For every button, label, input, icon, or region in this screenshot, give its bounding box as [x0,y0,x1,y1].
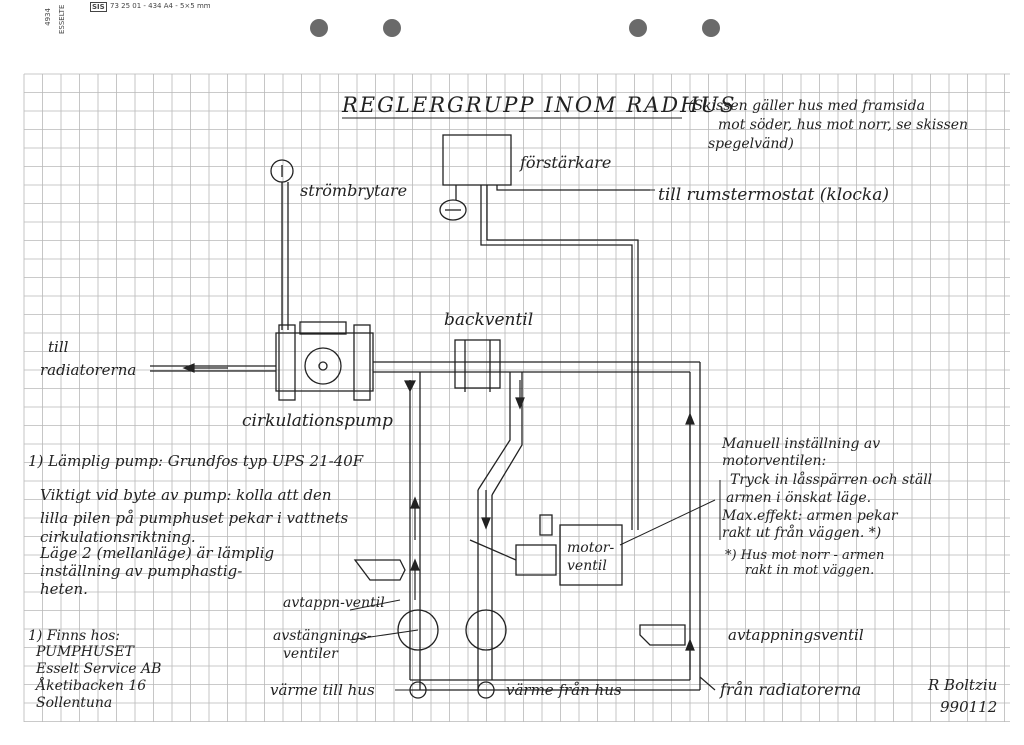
note-top-line-2: mot söder, hus mot norr, se skissen [718,117,968,133]
signature-name: R Boltziu [927,676,997,694]
pump-note-line-5: Läge 2 (mellanläge) är lämplig [39,544,274,562]
label-avtappn-ventil: avtappn-ventil [283,595,385,611]
motor-note: Manuell inställning av motorventilen: Tr… [721,436,932,541]
pump-note-line-6: inställning av pumphastig- [40,562,242,580]
signature-date: 990112 [940,698,997,716]
punch-holes [310,19,720,37]
supplier-line-3: Esselt Service AB [35,661,161,677]
label-forstarkare: förstärkare [519,153,611,172]
supplier-line-2: PUMPHUSET [35,644,136,660]
diagram-title: REGLERGRUPP INOM RADHUS [341,93,737,117]
paper-spec: 73 25 01 - 434 A4 - 5×5 mm [110,2,211,10]
motor-note-line-2: motorventilen: [722,453,826,469]
amplifier-box [442,134,512,186]
motor-note-line-3: Tryck in låsspärren och ställ [730,471,932,488]
house-note-line-1: *) Hus mot norr - armen [725,548,884,563]
label-till-radiatorerna-1: till [48,338,69,356]
label-cirkulationspump: cirkulationspump [242,411,393,431]
pump-impeller [304,347,342,385]
label-motorventil-2: ventil [567,558,607,574]
supplier-line-1: 1) Finns hos: [28,628,120,644]
flow-arrows [182,363,716,691]
backventil-body [454,339,501,389]
supplier-line-5: Sollentuna [36,695,112,711]
supplier-line-4: Åketibacken 16 [34,676,146,694]
pump-note-line-1: 1) Lämplig pump: Grundfos typ UPS 21-40F [28,452,364,470]
motor-note-line-1: Manuell inställning av [721,436,880,452]
leader-lines [349,189,721,691]
label-varme-fran-hus: värme från hus [506,681,622,699]
label-varme-till-hus: värme till hus [270,681,375,699]
pump-note-line-3: lilla pilen på pumphuset pekar i vattnet… [40,509,349,527]
drain-valve-left [353,559,406,581]
drain-valve-right [639,624,686,646]
switch-symbol [439,199,467,221]
pump-note: 1) Lämplig pump: Grundfos typ UPS 21-40F… [28,452,364,598]
motor-note-line-5: Max.effekt: armen pekar [721,508,899,524]
note-top-line-3: spegelvänd) [708,136,794,152]
house-note-line-2: rakt in mot väggen. [745,563,874,578]
shutoff-valve-right [465,609,507,651]
label-avstangningsventiler-2: ventiler [283,646,339,662]
sis-mark: SIS [90,2,107,12]
shutoff-valve-left [397,609,439,651]
label-fran-radiatorerna: från radiatorerna [719,680,861,699]
label-avtappningsventil: avtappningsventil [728,626,864,644]
label-till-rumstermostat: till rumstermostat (klocka) [658,185,889,205]
piping [150,134,701,699]
label-motorventil-1: motor- [567,540,614,556]
pump-note-line-2: Viktigt vid byte av pump: kolla att den [40,486,332,504]
pump-note-line-7: heten. [40,580,88,598]
note-top-line-1: (Skissen gäller hus med framsida [688,98,925,114]
motor-note-line-6: rakt ut från väggen. *) [722,524,881,541]
pump-note-line-4: cirkulationsriktning. [40,528,196,546]
house-note: *) Hus mot norr - armen rakt in mot vägg… [725,548,884,578]
supplier-note: 1) Finns hos: PUMPHUSET Esselt Service A… [28,628,161,711]
label-avstangningsventiler-1: avstängnings- [273,628,372,644]
motorventil-box [559,524,623,586]
label-strombrytare: strömbrytare [300,181,407,200]
label-backventil: backventil [444,310,533,330]
motor-note-line-4: armen i önskat läge. [726,490,871,506]
label-till-radiatorerna-2: radiatorerna [40,361,136,379]
